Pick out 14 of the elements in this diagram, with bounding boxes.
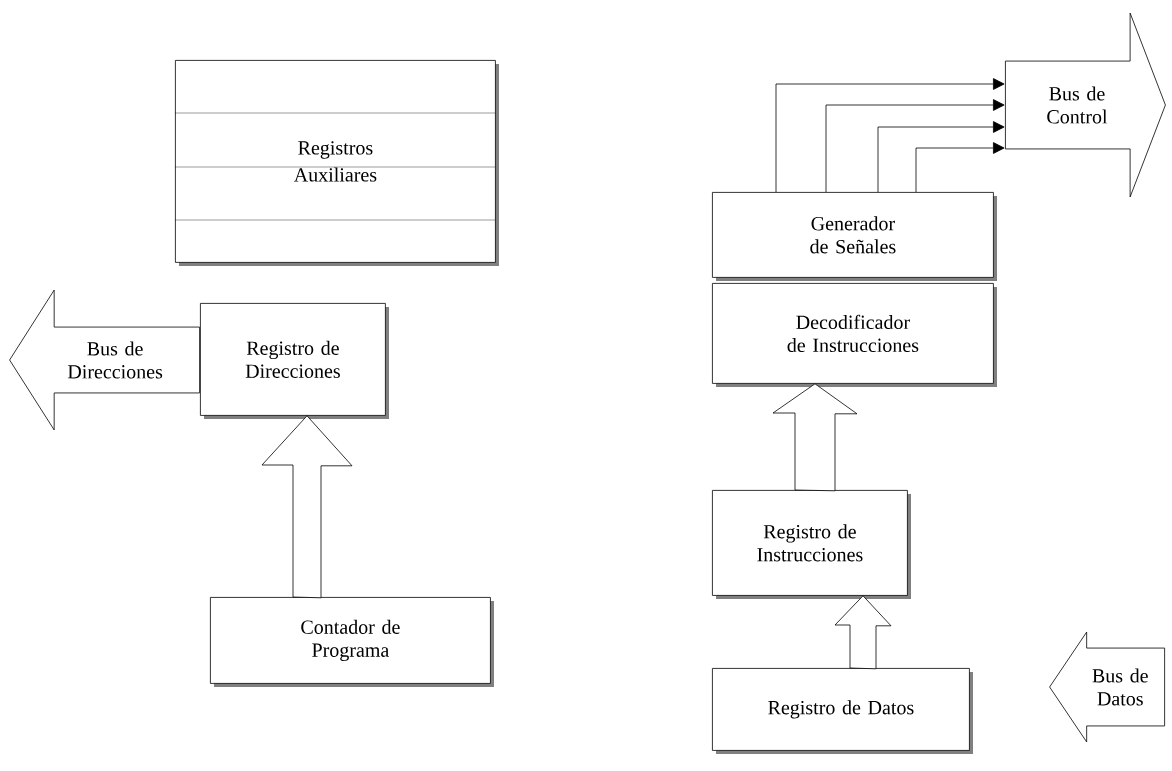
register-box: Registro de Direcciones [200, 303, 389, 419]
register-box: Generador de Señales [712, 192, 997, 281]
block-arrow [834, 595, 892, 670]
register-box: Contador de Programa [210, 597, 494, 687]
register-box: Registro de Datos [712, 668, 973, 754]
signal-arrow [825, 99, 1005, 193]
register-box: Registros Auxiliares [174, 60, 499, 266]
register-box: Decodificador de Instrucciones [712, 283, 997, 387]
signal-arrow [915, 142, 1005, 193]
signal-arrow [877, 121, 1005, 193]
register-box: Registro de Instrucciones [712, 490, 911, 599]
block-arrow [772, 383, 858, 492]
block-arrow [261, 415, 353, 599]
signal-arrow [775, 78, 1005, 193]
